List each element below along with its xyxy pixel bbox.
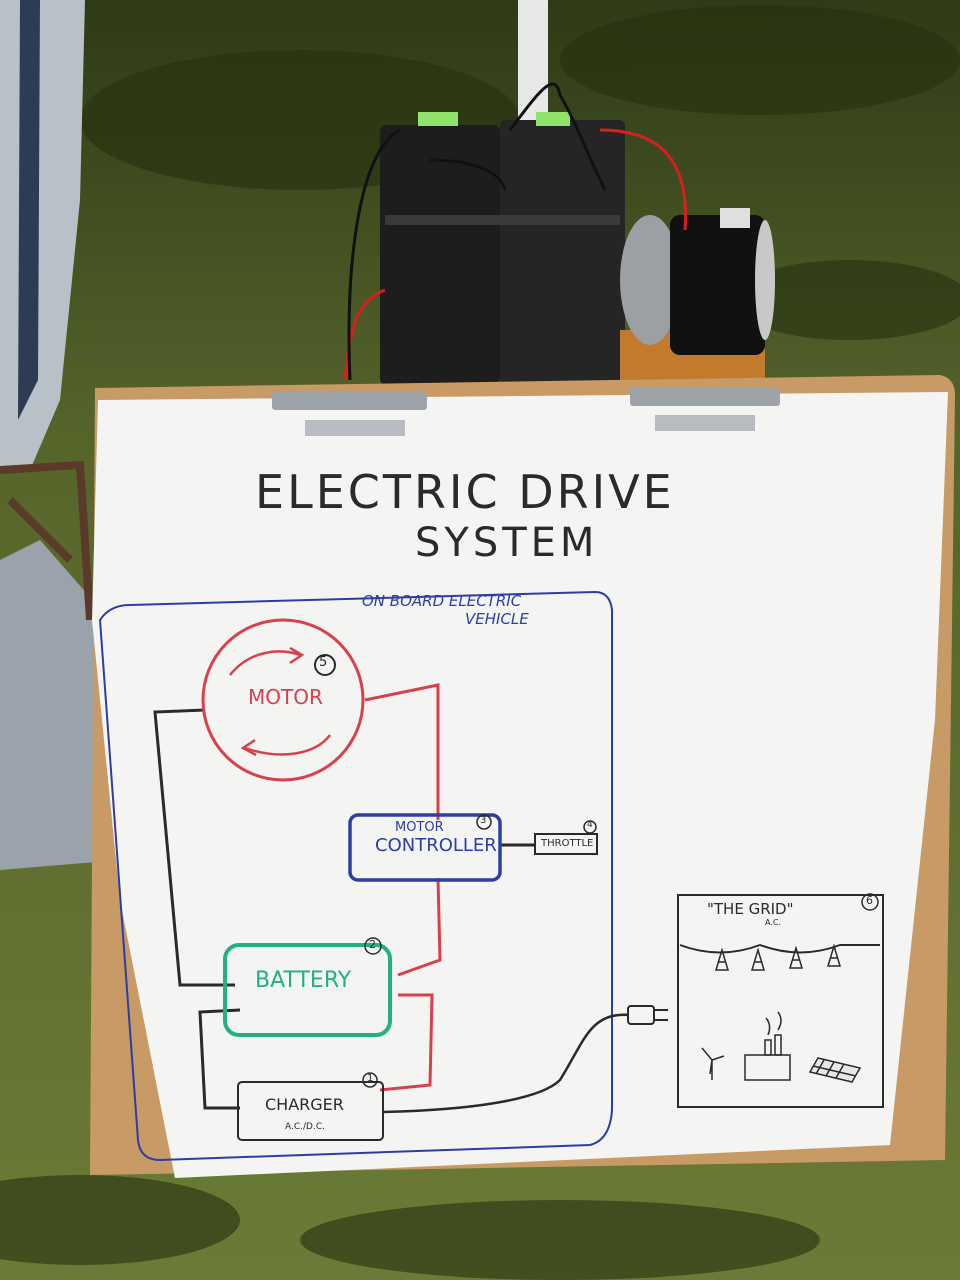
onboard-label-vehicle: VEHICLE — [465, 610, 529, 628]
controller-box — [348, 813, 502, 882]
onboard-label: ON BOARD ELECTRIC — [362, 592, 522, 610]
controller-label-top: MOTOR — [395, 820, 444, 835]
controller-number: 3 — [480, 815, 487, 826]
battery-box — [223, 943, 392, 1037]
tent-fabric — [0, 0, 120, 870]
power-line — [679, 943, 880, 954]
clip-right — [630, 388, 780, 431]
cables — [343, 82, 688, 381]
solar-panel-icon — [808, 1057, 862, 1083]
battery-number: 2 — [369, 938, 376, 951]
grid-number: 6 — [866, 894, 873, 907]
poster-paper — [92, 392, 948, 1178]
batteries — [380, 112, 625, 385]
poster-title: ELECTRIC DRIVE — [255, 465, 675, 519]
controller-number-circle — [476, 814, 492, 830]
grid-label: "THE GRID" — [707, 900, 794, 918]
cart-frame — [0, 460, 94, 621]
controller-label: CONTROLLER — [375, 835, 497, 856]
poster-subtitle: SYSTEM — [415, 520, 599, 566]
rotation-arrow-top-icon — [229, 650, 301, 676]
black-wires — [153, 708, 535, 1110]
plug-icon — [627, 1005, 668, 1025]
grid-cable — [382, 1013, 631, 1114]
charger-box — [237, 1081, 384, 1141]
clip-left — [272, 392, 427, 436]
battery-number-circle — [364, 937, 382, 955]
throttle-label: THROTTLE — [541, 838, 594, 849]
grid-number-circle — [861, 893, 879, 911]
throttle-number: 4 — [587, 820, 593, 830]
red-wires — [364, 683, 442, 1092]
motor-label: MOTOR — [248, 685, 323, 709]
battery-label: BATTERY — [255, 968, 352, 993]
wind-turbine-icon — [701, 1047, 725, 1080]
charger-number-circle — [362, 1072, 378, 1088]
motor-number-circle — [314, 654, 336, 676]
throttle-box — [534, 833, 598, 855]
pylon-icons — [714, 943, 842, 971]
grid-sublabel: A.C. — [765, 918, 782, 927]
onboard-vehicle-outline — [98, 590, 613, 1162]
throttle-number-circle — [583, 820, 597, 834]
motor-number: 5 — [319, 655, 328, 670]
charger-number: 1 — [367, 1073, 374, 1084]
motor-circle — [201, 618, 365, 782]
charger-sublabel: A.C./D.C. — [285, 1122, 325, 1132]
factory-icon — [744, 1011, 791, 1081]
charger-label: CHARGER — [265, 1095, 344, 1114]
demo-motor — [620, 208, 775, 380]
rotation-arrow-bottom-icon — [244, 734, 331, 756]
grid-box — [677, 894, 884, 1108]
